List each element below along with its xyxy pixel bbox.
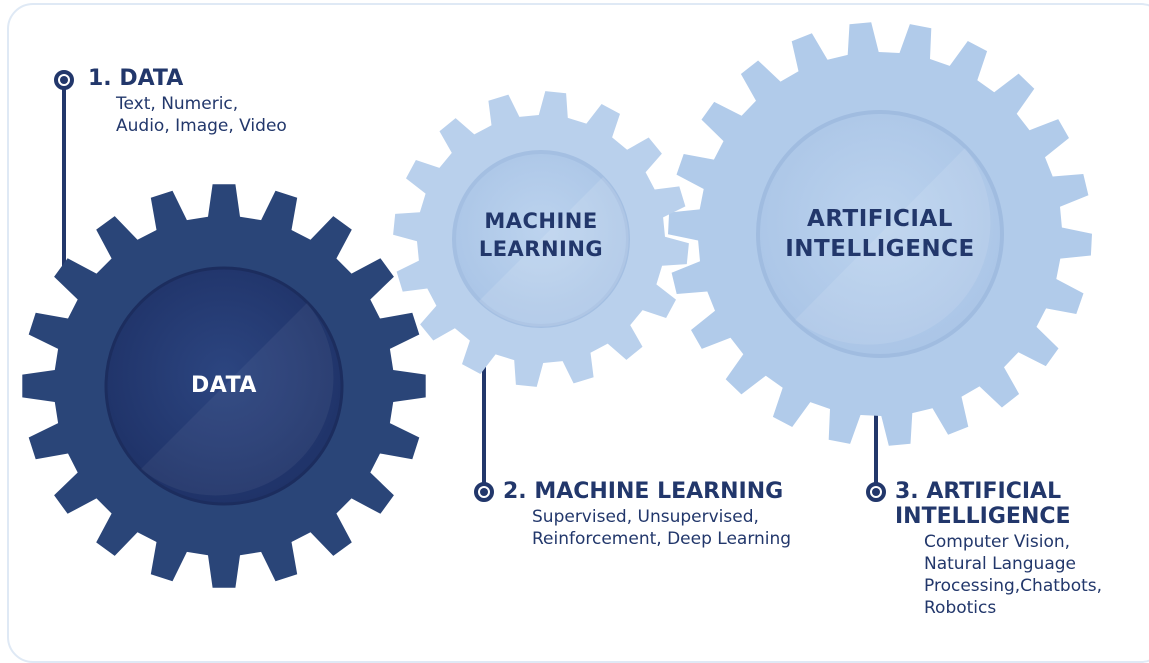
ml-gear-shine xyxy=(479,177,629,327)
step-ml: 2. MACHINE LEARNING Supervised, Unsuperv… xyxy=(503,479,791,550)
step-data-description: Text, Numeric, Audio, Image, Video xyxy=(116,94,287,136)
step-data: 1. DATA Text, Numeric, Audio, Image, Vid… xyxy=(88,66,287,137)
gear-label-data: DATA xyxy=(191,373,257,398)
step-ml-heading: 2. MACHINE LEARNING xyxy=(503,479,784,504)
bullet-dot-ai-inner xyxy=(872,488,880,496)
ai-gear-hub xyxy=(756,110,1004,358)
step-ai: 3. ARTIFICIAL INTELLIGENCE Computer Visi… xyxy=(895,479,1102,619)
gear-label-ai: ARTIFICIAL INTELLIGENCE xyxy=(785,206,975,262)
data-gear-hub xyxy=(104,266,344,506)
gear-label-ml: MACHINE LEARNING xyxy=(478,209,604,261)
bullet-dot-data-inner xyxy=(60,76,68,84)
bullet-dot-ml-inner xyxy=(480,488,488,496)
step-data-heading: 1. DATA xyxy=(88,66,184,91)
ml-gear-hub xyxy=(452,150,630,328)
data-gear-shine xyxy=(141,303,334,496)
step-ml-description: Supervised, Unsupervised, Reinforcement,… xyxy=(532,507,792,549)
step-ai-description: Computer Vision, Natural Language Proces… xyxy=(924,532,1103,618)
step-ai-heading: 3. ARTIFICIAL INTELLIGENCE xyxy=(895,479,1071,529)
ai-gear-shine xyxy=(795,148,991,345)
